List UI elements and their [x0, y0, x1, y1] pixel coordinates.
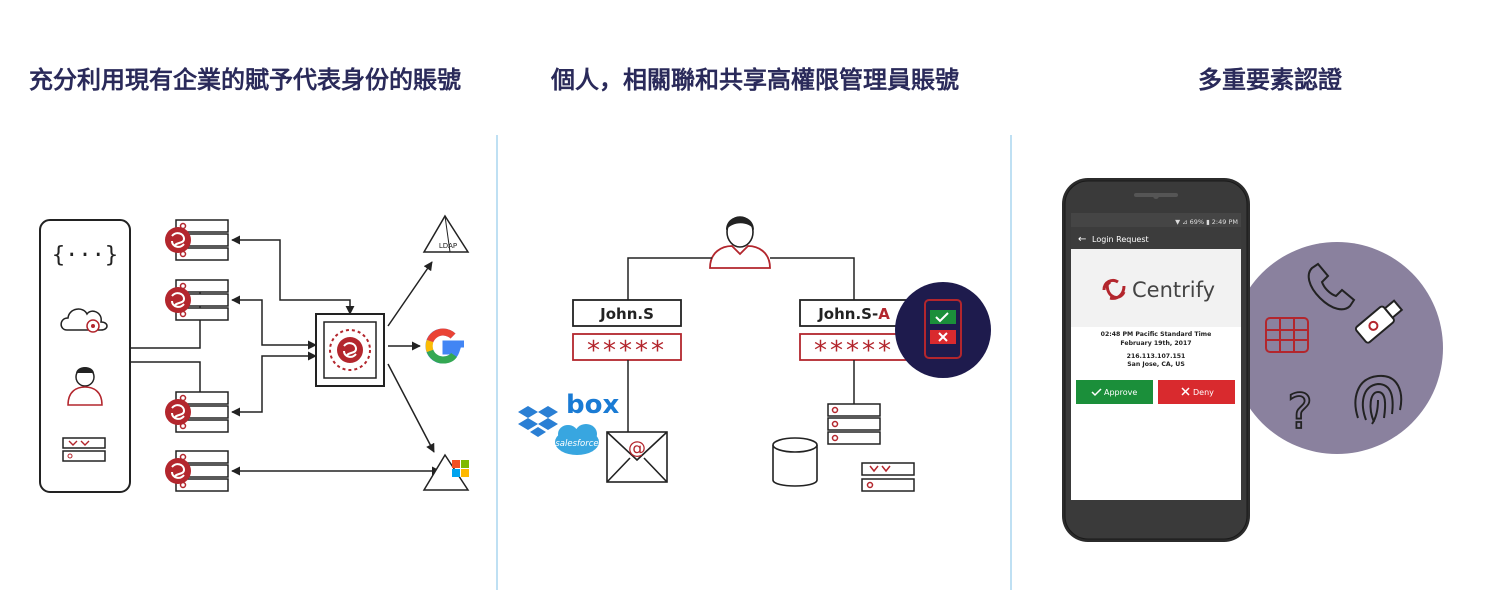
google-icon [425, 328, 464, 364]
app-header-title: Login Request [1092, 235, 1149, 244]
section-divider-1 [496, 135, 498, 590]
x-icon [1181, 387, 1190, 396]
svg-text:salesforce: salesforce [555, 439, 598, 449]
microsoft-directory-icon [422, 453, 470, 491]
admin-user-icon [709, 216, 771, 269]
standard-password-box [572, 333, 682, 361]
admin-server-stack [827, 403, 881, 445]
connector-server-4 [164, 450, 229, 492]
fingerprint-icon [1354, 374, 1403, 425]
admin-password-box [799, 333, 909, 361]
svg-text:John.S: John.S [599, 305, 654, 323]
dropbox-icon [518, 406, 558, 437]
admin-account-box [799, 299, 909, 327]
centrify-hub [315, 313, 385, 387]
request-location: San Jose, CA, US [1127, 361, 1185, 368]
cloud-gear-icon [60, 308, 108, 333]
section-divider-2 [1010, 135, 1012, 590]
svg-text:LDAP: LDAP [439, 242, 457, 250]
svg-text:Approve: Approve [1104, 388, 1137, 397]
network-device-icon [861, 462, 915, 492]
deny-button[interactable]: Deny [1158, 380, 1235, 404]
sources-panel [39, 219, 131, 493]
request-time: 02:48 PM Pacific Standard Time [1101, 331, 1212, 338]
request-date: February 19th, 2017 [1120, 340, 1191, 347]
phone-call-icon [1307, 262, 1356, 311]
svg-text:@: @ [628, 438, 646, 459]
svg-text:Centrify: Centrify [1132, 278, 1215, 302]
standard-account-box [572, 299, 682, 327]
security-question-icon: ? [1287, 384, 1312, 440]
mfa-approval-icon [895, 282, 991, 378]
identity-diagram: {···} [39, 214, 470, 493]
email-icon: @ [606, 431, 668, 483]
check-icon [1091, 388, 1102, 397]
back-arrow-icon[interactable]: ← [1078, 234, 1086, 245]
centrify-brand-logo: Centrify [1102, 278, 1215, 302]
box-logo: box [566, 390, 619, 420]
svg-text:Deny: Deny [1193, 388, 1214, 397]
section-title-mfa: 多重要素認證 [1198, 66, 1342, 94]
user-icon [67, 367, 103, 406]
ldap-directory-icon: LDAP [422, 214, 470, 253]
salesforce-logo: salesforce [555, 424, 599, 455]
usb-key-icon [1354, 299, 1404, 344]
app-header [1071, 227, 1241, 249]
svg-text:*****: ***** [814, 336, 894, 366]
svg-text:John.S-A: John.S-A [817, 305, 890, 323]
mfa-factors-circle: ? [1231, 242, 1443, 454]
privileged-accounts-diagram: John.S ***** John.S-A ***** box [518, 216, 991, 492]
section-title-privileged-accounts: 個人，相關聯和共享高權限管理員賬號 [551, 66, 959, 94]
connector-server-2 [164, 279, 229, 321]
connector-server-3 [164, 391, 229, 433]
database-icon [772, 437, 818, 487]
section-title-identity: 充分利用現有企業的賦予代表身份的賬號 [29, 66, 461, 94]
smart-card-chip-icon [1265, 317, 1309, 353]
approve-button[interactable]: Approve [1076, 380, 1153, 404]
smartphone: ▼ ⊿ 69% ▮ 2:49 PM ← Login Request Centri… [1062, 178, 1250, 542]
app-code-icon: {···} [52, 243, 118, 268]
request-ip: 216.113.107.151 [1127, 353, 1186, 360]
svg-text:▼ ⊿ 69% ▮ 2:49 PM: ▼ ⊿ 69% ▮ 2:49 PM [1175, 218, 1238, 226]
device-icon [62, 437, 106, 462]
connector-server-1 [164, 219, 229, 261]
svg-text:*****: ***** [587, 336, 667, 366]
